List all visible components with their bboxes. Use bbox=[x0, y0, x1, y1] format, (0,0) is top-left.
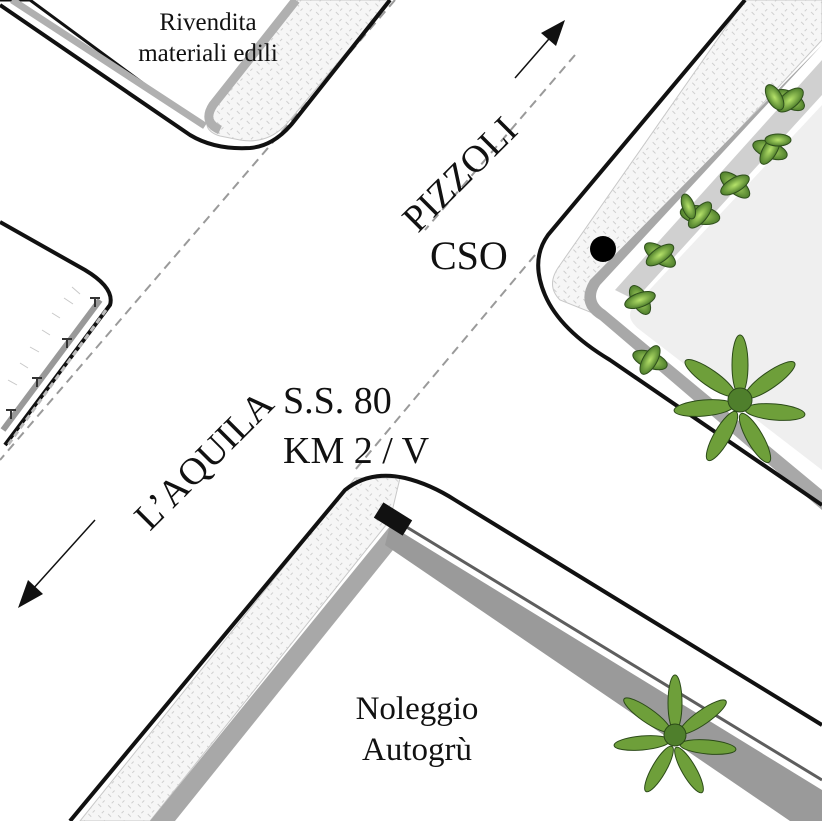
business-label-line-1: Rivendita bbox=[159, 9, 257, 36]
centerline-east bbox=[424, 54, 576, 231]
shrub-icon bbox=[624, 84, 805, 375]
block-bottom bbox=[68, 473, 822, 821]
centerline bbox=[0, 0, 396, 461]
block-right bbox=[536, 0, 822, 510]
highway-label-line-2: KM 2 / V bbox=[283, 430, 430, 472]
business-label-rivendita: Rivendita materiali edili bbox=[103, 10, 313, 66]
business-label-noleggio: Noleggio Autogrù bbox=[322, 693, 512, 767]
location-dot-icon bbox=[590, 236, 616, 262]
business-label-line-2: materiali edili bbox=[138, 40, 278, 67]
block-top-left bbox=[0, 0, 392, 151]
block-left bbox=[0, 220, 113, 447]
business-label-line-2: Autogrù bbox=[362, 732, 472, 768]
arrow-southwest-icon bbox=[18, 519, 96, 608]
centerline-mid bbox=[354, 254, 536, 471]
shrub-icon bbox=[613, 334, 806, 794]
arrow-northeast-icon bbox=[514, 20, 565, 79]
business-label-line-1: Noleggio bbox=[355, 691, 479, 727]
highway-label-line-1: S.S. 80 bbox=[283, 380, 392, 422]
marker-label: CSO bbox=[430, 233, 508, 278]
